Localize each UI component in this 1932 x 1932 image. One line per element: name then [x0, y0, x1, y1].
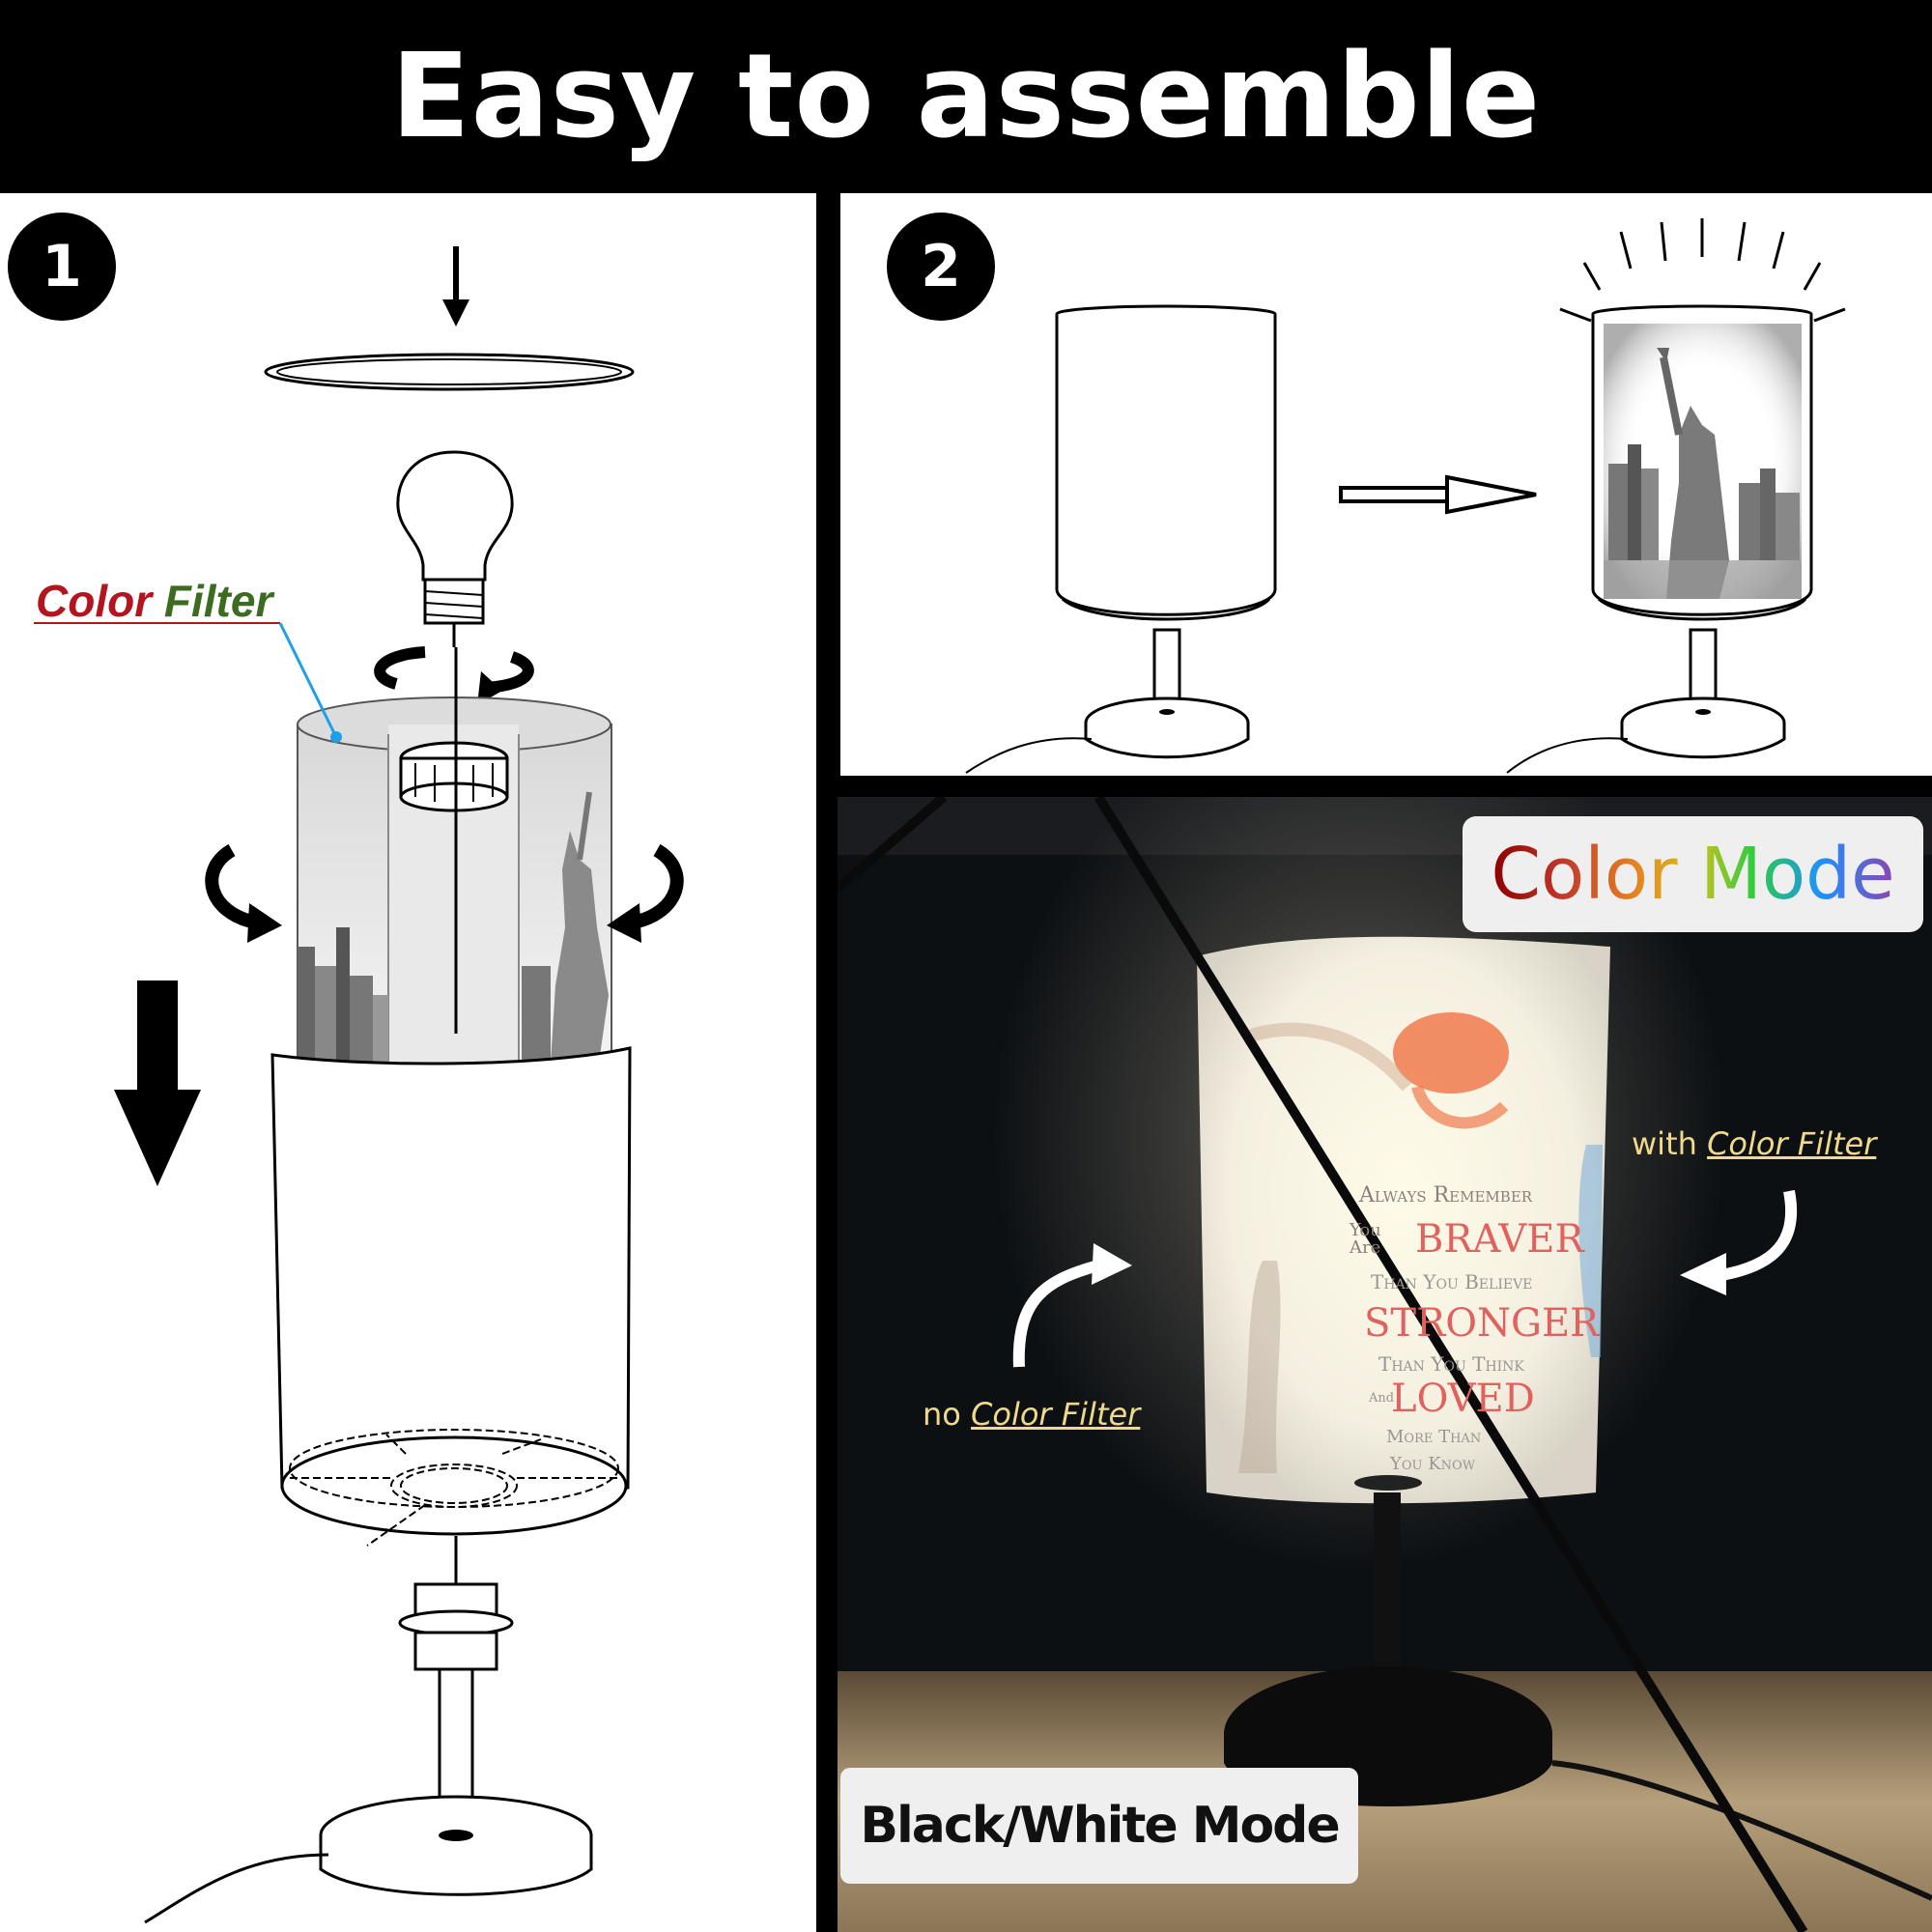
- shade-text-stronger: STRONGER: [1364, 1301, 1600, 1346]
- color-filter-word-1: Color: [36, 576, 153, 626]
- header-bar: Easy to assemble: [0, 0, 1932, 193]
- bw-mode-label: Black/White Mode: [860, 1797, 1340, 1855]
- color-filter-label: Color Filter: [36, 575, 272, 627]
- color-mode-label: Color Mode: [1491, 833, 1895, 916]
- right-curved-arrow-icon: [607, 843, 684, 943]
- shade-text-loved: LOVED: [1391, 1377, 1535, 1421]
- step-2-badge: 2: [887, 213, 995, 321]
- step-2-panel: 2: [840, 193, 1932, 776]
- step-1-badge: 1: [8, 213, 116, 321]
- shade-text-line-9: You Know: [1390, 1454, 1476, 1474]
- bw-mode-badge: Black/White Mode: [840, 1768, 1358, 1884]
- no-filter-arrow-icon: [1012, 1243, 1132, 1368]
- photo-liner: [297, 647, 612, 1064]
- color-mode-badge: Color Mode: [1463, 816, 1923, 932]
- step-1-illustration: [34, 246, 684, 1924]
- lamp-photo: [838, 797, 1932, 1932]
- with-filter-label: Color Filter: [1707, 1125, 1877, 1162]
- down-arrow-icon: [442, 246, 469, 327]
- step-1-panel: 1 Color Filter: [0, 193, 816, 1932]
- shade-text-line-6: Than You Think: [1378, 1352, 1524, 1376]
- large-down-arrow-icon: [114, 980, 201, 1186]
- shade-text-line-1: Always Remember: [1359, 1183, 1533, 1208]
- page-title: Easy to assemble: [390, 29, 1542, 164]
- shade-text-braver: BRAVER: [1415, 1217, 1584, 1262]
- lamp-unlit: [965, 304, 1277, 774]
- with-filter-prefix: with: [1632, 1125, 1697, 1162]
- with-filter-note: with Color Filter: [1632, 1125, 1876, 1162]
- color-filter-leader: [34, 622, 342, 743]
- lamp-base: [144, 1536, 593, 1924]
- left-divider: [838, 797, 948, 893]
- left-curved-arrow-icon: [205, 843, 282, 943]
- shade-text-line-2a: You: [1350, 1220, 1381, 1240]
- top-ring: [264, 353, 635, 391]
- light-rays-icon: [1559, 218, 1846, 323]
- lit-shade: [1197, 936, 1610, 1504]
- color-filter-word-2: Filter: [163, 576, 273, 626]
- no-filter-note: no Color Filter: [923, 1396, 1140, 1433]
- transform-arrow-icon: [1339, 474, 1537, 515]
- no-filter-prefix: no: [923, 1396, 961, 1433]
- rotate-arrows-icon: [374, 646, 534, 705]
- photo-panel: Always Remember You Are BRAVER Than You …: [838, 797, 1932, 1932]
- with-filter-arrow-icon: [1680, 1189, 1798, 1295]
- step-2-illustration: [965, 218, 1846, 774]
- mode-divider: [1094, 797, 1808, 1932]
- shade-text-line-2b: Are: [1350, 1237, 1381, 1258]
- shade-text-and: And: [1369, 1391, 1395, 1406]
- light-bulb: [396, 450, 514, 647]
- lamp-lit: [1506, 304, 1813, 774]
- no-filter-label: Color Filter: [971, 1396, 1141, 1433]
- outer-shade: [270, 1046, 632, 1547]
- shade-text-line-4: Than You Believe: [1371, 1270, 1533, 1293]
- shade-text-line-8: More Than: [1386, 1427, 1482, 1447]
